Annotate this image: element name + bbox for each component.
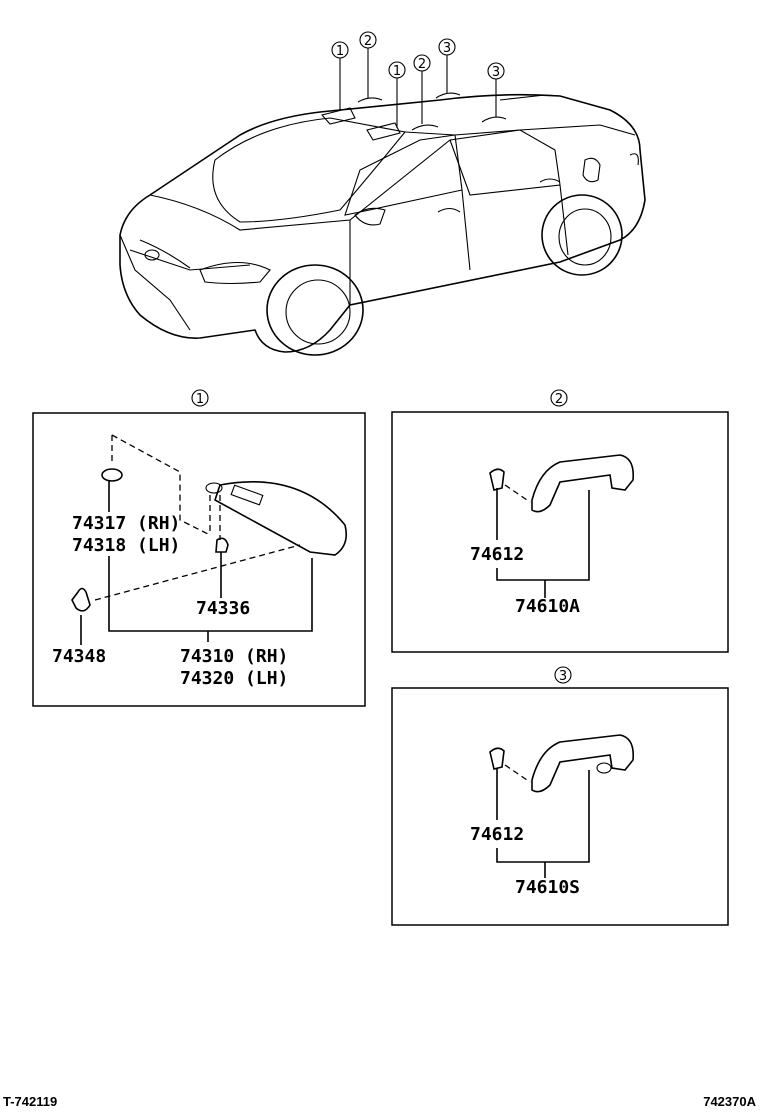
sun-visor-icon <box>214 481 348 556</box>
svg-text:1: 1 <box>336 44 344 59</box>
visor-clip-icon <box>215 537 229 553</box>
part-74336: 74336 <box>196 598 250 619</box>
car-illustration <box>119 48 646 356</box>
part-74320: 74320 (LH) <box>180 668 288 689</box>
part-74318: 74318 (LH) <box>72 535 180 556</box>
svg-text:2: 2 <box>364 34 372 49</box>
car-callout-1b: 1 <box>388 61 406 79</box>
svg-text:3: 3 <box>443 41 451 56</box>
car-callout-2b: 2 <box>413 54 431 72</box>
car-callout-3b: 3 <box>487 62 505 80</box>
panel-sun-visor: 1 74317 (RH) 74318 (LH) 74336 74348 7431… <box>32 389 366 707</box>
panel3-callout: 3 <box>559 669 567 684</box>
car-callout-2a: 2 <box>359 31 377 49</box>
assist-grip-icon <box>531 454 635 513</box>
panel-assist-grip-a: 2 74612 74610A <box>391 389 729 653</box>
svg-text:2: 2 <box>418 57 426 72</box>
car-callout-3a: 3 <box>438 38 456 56</box>
svg-text:3: 3 <box>492 65 500 80</box>
visor-hook-icon <box>71 587 91 612</box>
panel2-callout: 2 <box>555 392 563 407</box>
part-74612-a: 74612 <box>470 544 524 565</box>
grip-cover-icon <box>489 747 505 770</box>
visor-holder-icon <box>101 468 123 482</box>
panel1-callout: 1 <box>196 392 204 407</box>
illustration-code-right: 742370A <box>703 1094 756 1109</box>
part-74610S: 74610S <box>515 877 580 898</box>
part-74612-s: 74612 <box>470 824 524 845</box>
illustration-code-left: T-742119 <box>3 1094 57 1109</box>
part-74610A: 74610A <box>515 596 580 617</box>
assist-grip-icon <box>531 734 635 793</box>
panel-assist-grip-s: 3 74612 74610S <box>391 666 729 926</box>
part-74348: 74348 <box>52 646 106 667</box>
grip-cover-icon <box>489 468 505 491</box>
part-74310: 74310 (RH) <box>180 646 288 667</box>
car-callout-1a: 1 <box>331 41 349 59</box>
svg-text:1: 1 <box>393 64 401 79</box>
part-74317: 74317 (RH) <box>72 513 180 534</box>
